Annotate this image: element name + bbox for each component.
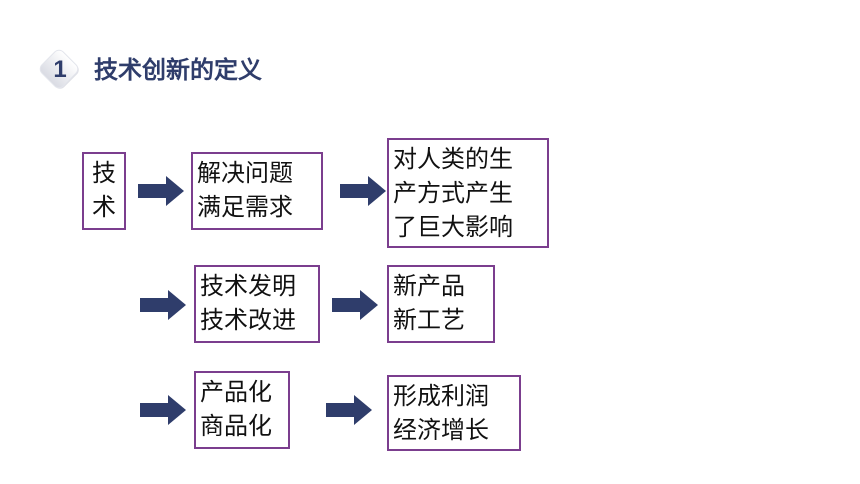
section-number: 1 bbox=[53, 56, 67, 83]
box-new-product-line-2: 新工艺 bbox=[393, 306, 465, 334]
box-impact-line-3: 了巨大影响 bbox=[393, 213, 513, 241]
box-impact-line-1: 对人类的生 bbox=[393, 145, 513, 173]
box-technology-line-1: 技 bbox=[92, 159, 116, 187]
box-impact-line-2: 产方式产生 bbox=[393, 179, 513, 207]
box-productization-line-2: 商品化 bbox=[200, 412, 272, 440]
box-new-product-line-1: 新产品 bbox=[393, 272, 465, 300]
right-arrow-icon bbox=[138, 176, 184, 206]
box-invention-improvement: 技术发明 技术改进 bbox=[194, 265, 320, 343]
box-invention-line-1: 技术发明 bbox=[200, 272, 296, 300]
box-productization-line-1: 产品化 bbox=[200, 378, 272, 406]
box-impact-on-production: 对人类的生 产方式产生 了巨大影响 bbox=[387, 138, 549, 248]
box-technology: 技 术 bbox=[82, 152, 126, 230]
box-invention-line-2: 技术改进 bbox=[200, 306, 296, 334]
box-technology-line-2: 术 bbox=[92, 193, 116, 221]
section-title: 技术创新的定义 bbox=[94, 56, 262, 84]
diamond-badge-icon bbox=[39, 49, 79, 89]
section-number-badge: 1 bbox=[36, 46, 84, 94]
box-solve-problems-line-1: 解决问题 bbox=[197, 159, 293, 187]
box-solve-problems-line-2: 满足需求 bbox=[197, 193, 293, 221]
right-arrow-icon bbox=[332, 290, 378, 320]
right-arrow-icon bbox=[326, 395, 372, 425]
box-profit-growth: 形成利润 经济增长 bbox=[387, 375, 521, 451]
box-productization: 产品化 商品化 bbox=[194, 371, 290, 449]
right-arrow-icon bbox=[340, 176, 386, 206]
box-new-product: 新产品 新工艺 bbox=[387, 265, 495, 343]
box-profit-line-2: 经济增长 bbox=[393, 416, 489, 444]
box-profit-line-1: 形成利润 bbox=[393, 382, 489, 410]
right-arrow-icon bbox=[140, 395, 186, 425]
right-arrow-icon bbox=[140, 290, 186, 320]
box-solve-problems: 解决问题 满足需求 bbox=[191, 152, 323, 230]
